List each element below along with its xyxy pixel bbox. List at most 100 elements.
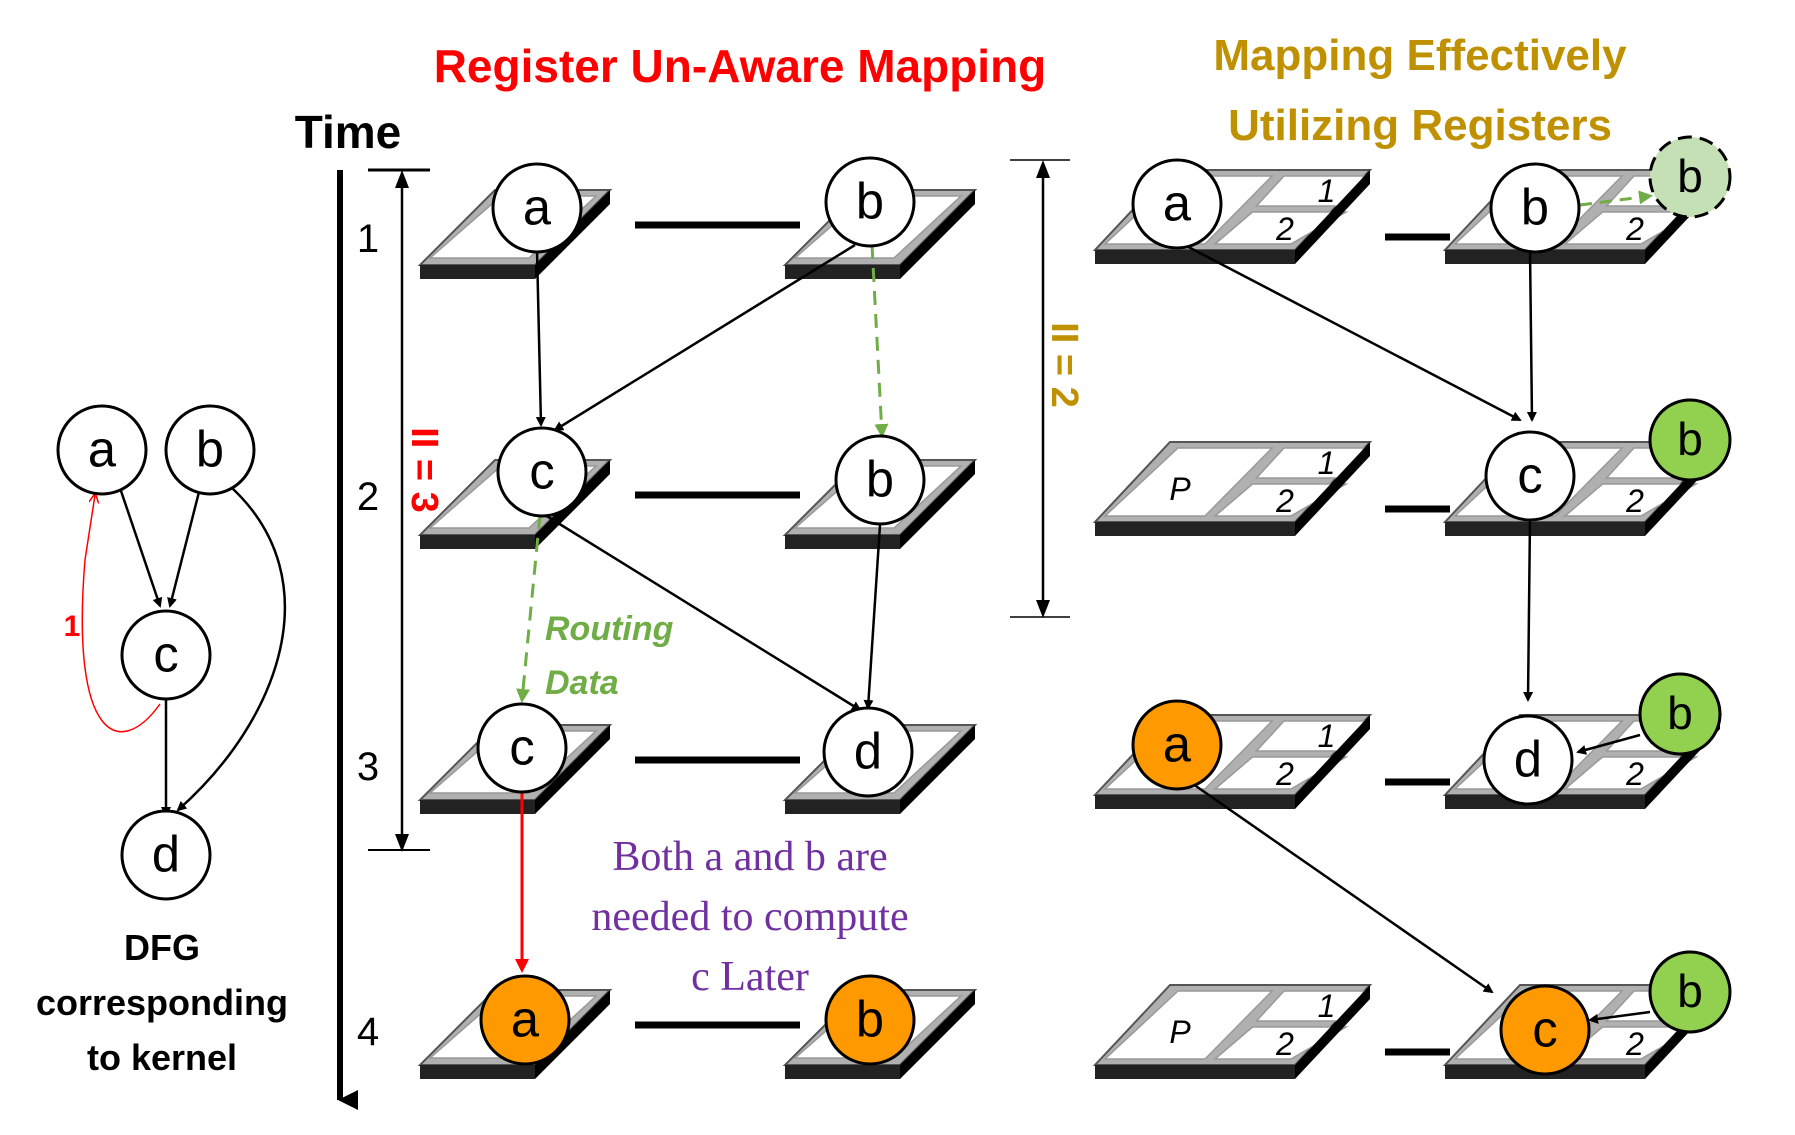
node-label: a — [1163, 175, 1192, 232]
aware-edge-reg-d — [1576, 733, 1641, 755]
aware-edge-a-c-next — [1179, 773, 1494, 994]
time-step-2: 2 — [357, 475, 379, 519]
routing-label-line2: Data — [545, 664, 619, 702]
unaware-route-b-b — [870, 244, 889, 438]
unaware-node-r1-a: a — [491, 162, 583, 254]
node-label: d — [152, 826, 180, 883]
aware-mapping: 121212P12121212P12abbcbadbcb — [1092, 135, 1732, 1079]
routing-label-line1: Routing — [545, 610, 674, 648]
dfg-edge-a-c — [118, 487, 163, 608]
register-2-label: 2 — [1275, 756, 1294, 792]
aware-node-r3-a: a — [1131, 699, 1223, 791]
aware-node-r1-b: b — [1489, 162, 1581, 254]
ii-aware-label: II = 2 — [1043, 322, 1085, 408]
aware-edge-b-c — [1526, 249, 1537, 422]
node-label: c — [1517, 447, 1542, 504]
register-2-label: 2 — [1625, 483, 1644, 519]
unaware-mapping: a b c b c d a b — [417, 156, 978, 1079]
unaware-edge-b-c — [553, 243, 856, 432]
register-1-label: 1 — [1318, 988, 1336, 1024]
aware-edge-reg-c — [1588, 1010, 1651, 1024]
unaware-route-c-c — [516, 514, 542, 703]
unaware-node-r4-a: a — [479, 974, 571, 1066]
aware-title-line1: Mapping Effectively — [1213, 31, 1627, 80]
dfg-node-a: a — [56, 404, 148, 496]
node-label: c — [529, 443, 554, 500]
unaware-node-r2-b: b — [834, 434, 926, 526]
register-1-label: 1 — [1318, 445, 1336, 481]
unaware-title: Register Un-Aware Mapping — [434, 40, 1047, 92]
aware-edge-a-c — [1174, 238, 1522, 422]
unaware-edge-b-d — [863, 524, 882, 710]
register-2-label: 2 — [1625, 211, 1644, 247]
dfg-node-d: d — [120, 809, 212, 901]
register-2-label: 2 — [1275, 483, 1294, 519]
unaware-node-r2-c: c — [496, 426, 588, 518]
node-label: b — [866, 451, 894, 508]
time-step-4: 4 — [357, 1010, 379, 1054]
ii-unaware-span — [368, 168, 430, 852]
unaware-node-r1-b: b — [824, 156, 916, 248]
aware-route-b-reg — [1579, 190, 1653, 207]
register-1-label: 1 — [1318, 173, 1336, 209]
aware-pe-left-4: 12 P — [1092, 984, 1373, 1079]
node-label: b — [1677, 150, 1703, 202]
aware-node-r2-b-reg: b — [1648, 398, 1732, 482]
node-label: a — [511, 991, 540, 1048]
dfg-caption-line3: to kernel — [87, 1037, 237, 1078]
note-line3: c Later — [691, 954, 809, 1000]
note-line2: needed to compute — [591, 894, 908, 940]
node-label: b — [1521, 179, 1549, 236]
unaware-edge-a-c — [535, 249, 546, 427]
node-label: b — [856, 991, 884, 1048]
node-label: b — [1677, 965, 1703, 1017]
aware-node-r1-b-reg: b — [1648, 135, 1732, 219]
dfg-node-b: b — [164, 404, 256, 496]
dfg-loop-weight: 1 — [64, 610, 81, 643]
node-label: c — [509, 719, 534, 776]
unaware-node-r3-c: c — [476, 702, 568, 794]
pe-label: P — [1169, 1014, 1191, 1050]
register-2-label: 2 — [1275, 1026, 1294, 1062]
dfg-edge-b-c — [167, 487, 202, 608]
dfg: 1 a b c d — [56, 404, 287, 901]
dfg-edge-b-d — [176, 487, 287, 812]
time-step-3: 3 — [357, 745, 379, 789]
aware-title-line2: Utilizing Registers — [1228, 101, 1612, 150]
pe-label: P — [1169, 471, 1191, 507]
unaware-node-r3-d: d — [822, 706, 914, 798]
dfg-caption-line2: corresponding — [36, 982, 288, 1023]
register-2-label: 2 — [1625, 1026, 1644, 1062]
unaware-node-r4-b: b — [824, 974, 916, 1066]
node-label: a — [1163, 716, 1192, 773]
aware-node-r2-c: c — [1484, 430, 1576, 522]
register-2-label: 2 — [1625, 756, 1644, 792]
aware-edge-c-d — [1523, 517, 1534, 702]
ii-aware-span — [1010, 159, 1070, 618]
aware-pe-left-2: 12 P — [1092, 441, 1373, 536]
time-label: Time — [295, 106, 402, 158]
aware-node-r3-b-reg: b — [1638, 672, 1722, 756]
dfg-node-c: c — [120, 609, 212, 701]
aware-node-r4-b-reg: b — [1648, 950, 1732, 1034]
aware-node-r1-a: a — [1131, 158, 1223, 250]
unaware-edge-c-d — [544, 513, 862, 712]
node-label: b — [1677, 413, 1703, 465]
node-label: d — [854, 723, 882, 780]
ii-unaware-label: II = 3 — [403, 427, 445, 513]
node-label: b — [1667, 687, 1693, 739]
node-label: a — [88, 421, 117, 478]
register-1-label: 1 — [1318, 718, 1336, 754]
node-label: b — [196, 421, 224, 478]
time-step-1: 1 — [357, 217, 379, 261]
aware-node-r3-d: d — [1482, 714, 1574, 806]
dfg-loop-edge — [81, 495, 161, 733]
node-label: c — [1532, 1001, 1557, 1058]
register-2-label: 2 — [1275, 211, 1294, 247]
node-label: b — [856, 173, 884, 230]
dfg-caption-line1: DFG — [124, 927, 200, 968]
note-line1: Both a and b are — [612, 834, 887, 880]
node-label: c — [153, 626, 178, 683]
